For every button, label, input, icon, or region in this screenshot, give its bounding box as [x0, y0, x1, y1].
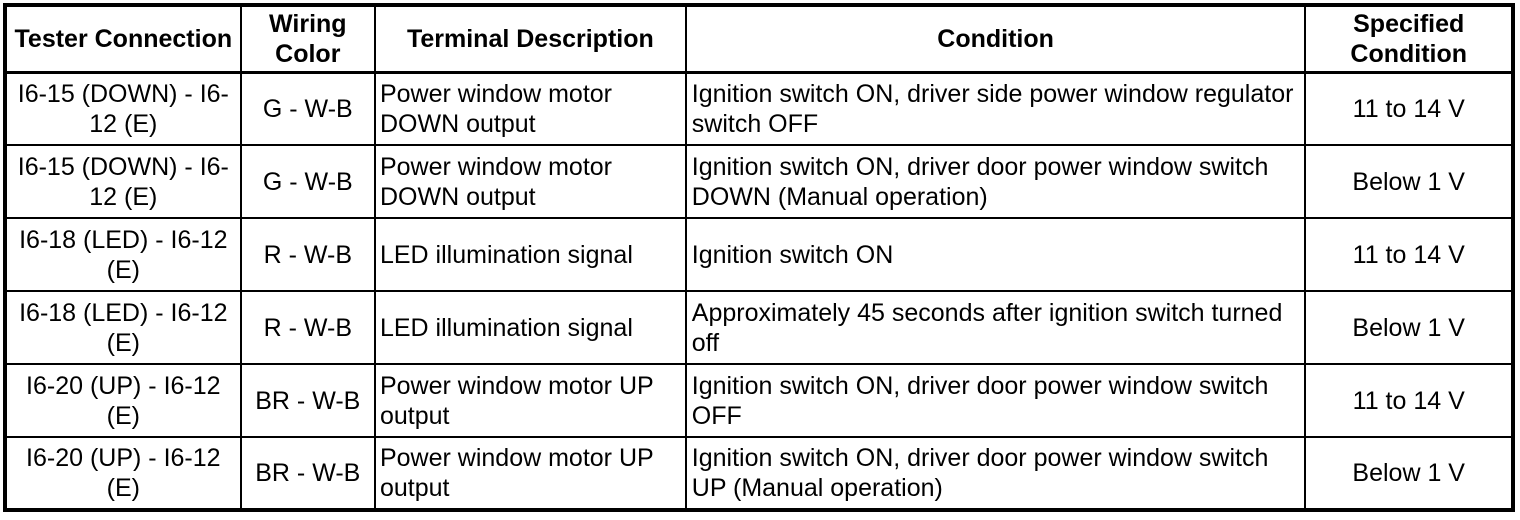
col-header-specified-condition: Specified Condition	[1304, 4, 1514, 74]
cell-terminal-description: Power window motor DOWN output	[373, 144, 687, 219]
cell-condition: Ignition switch ON, driver door power wi…	[684, 144, 1307, 219]
cell-tester-connection: I6-15 (DOWN) - I6-12 (E)	[4, 71, 242, 146]
cell-terminal-description: Power window motor UP output	[373, 436, 687, 511]
cell-specified-condition: 11 to 14 V	[1304, 217, 1514, 292]
cell-wiring-color: R - W-B	[239, 290, 376, 365]
cell-wiring-color: G - W-B	[239, 71, 376, 146]
cell-terminal-description: LED illumination signal	[373, 217, 687, 292]
cell-specified-condition: 11 to 14 V	[1304, 71, 1514, 146]
cell-wiring-color: BR - W-B	[239, 436, 376, 511]
table-header: Tester Connection Wiring Color Terminal …	[4, 4, 1514, 74]
cell-terminal-description: Power window motor UP output	[373, 363, 687, 438]
cell-specified-condition: Below 1 V	[1304, 290, 1514, 365]
cell-condition: Ignition switch ON, driver side power wi…	[684, 71, 1307, 146]
col-header-wiring-color: Wiring Color	[239, 4, 376, 74]
cell-specified-condition: 11 to 14 V	[1304, 363, 1514, 438]
col-header-condition: Condition	[684, 4, 1307, 74]
col-header-tester-connection: Tester Connection	[4, 4, 242, 74]
cell-tester-connection: I6-20 (UP) - I6-12 (E)	[4, 363, 242, 438]
terminal-spec-table: Tester Connection Wiring Color Terminal …	[3, 3, 1515, 512]
cell-tester-connection: I6-18 (LED) - I6-12 (E)	[4, 290, 242, 365]
cell-tester-connection: I6-15 (DOWN) - I6-12 (E)	[4, 144, 242, 219]
cell-wiring-color: R - W-B	[239, 217, 376, 292]
cell-wiring-color: BR - W-B	[239, 363, 376, 438]
cell-condition: Ignition switch ON	[684, 217, 1307, 292]
cell-tester-connection: I6-18 (LED) - I6-12 (E)	[4, 217, 242, 292]
cell-tester-connection: I6-20 (UP) - I6-12 (E)	[4, 436, 242, 511]
cell-terminal-description: LED illumination signal	[373, 290, 687, 365]
cell-specified-condition: Below 1 V	[1304, 436, 1514, 511]
cell-condition: Ignition switch ON, driver door power wi…	[684, 363, 1307, 438]
col-header-terminal-description: Terminal Description	[373, 4, 687, 74]
cell-terminal-description: Power window motor DOWN output	[373, 71, 687, 146]
cell-condition: Ignition switch ON, driver door power wi…	[684, 436, 1307, 511]
cell-specified-condition: Below 1 V	[1304, 144, 1514, 219]
cell-wiring-color: G - W-B	[239, 144, 376, 219]
cell-condition: Approximately 45 seconds after ignition …	[684, 290, 1307, 365]
header-row: Tester Connection Wiring Color Terminal …	[4, 4, 1514, 74]
